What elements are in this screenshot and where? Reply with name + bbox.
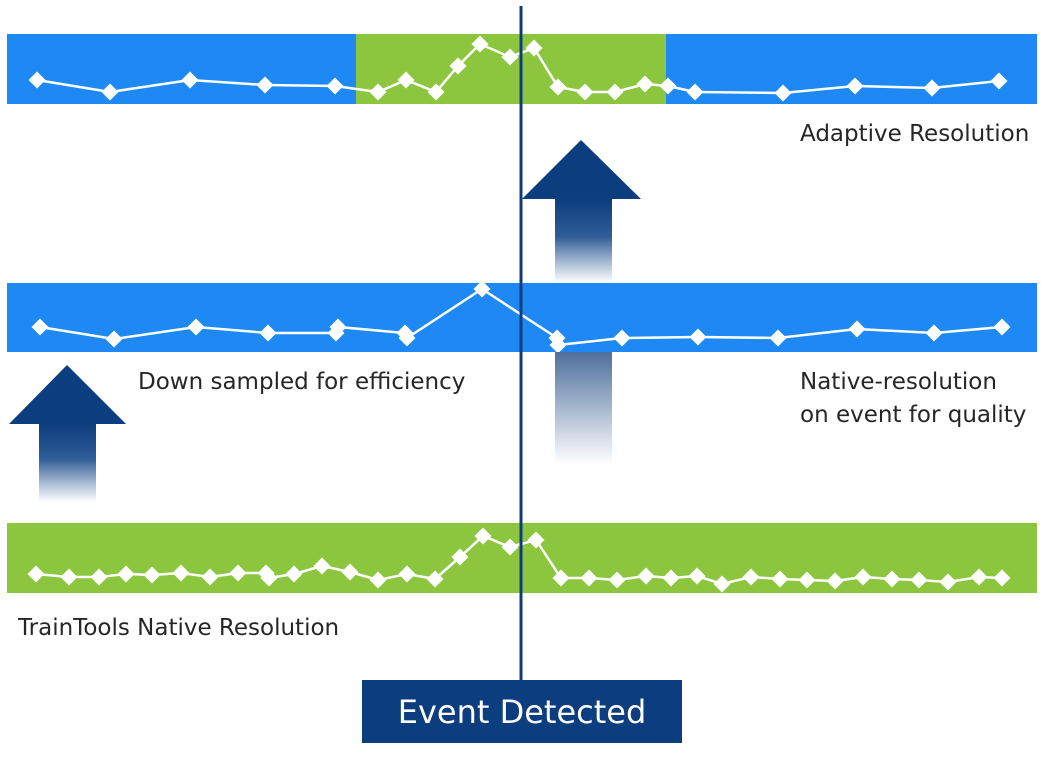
adaptive-arrow-icon — [522, 140, 641, 283]
downsampled-label: Down sampled for efficiency — [138, 369, 466, 395]
native-event-arrow-shaft — [555, 352, 612, 464]
downsampled-signal-markers — [31, 280, 1011, 354]
downsample-arrow-icon — [9, 365, 126, 502]
native-signal-markers — [27, 527, 1011, 593]
event-detected-label: Event Detected — [397, 692, 647, 731]
event-detected-box: Event Detected — [362, 680, 682, 743]
adaptive-resolution-label: Adaptive Resolution — [800, 121, 1030, 147]
native-on-event-line2: on event for quality — [800, 402, 1027, 428]
native-on-event-line1: Native-resolution — [800, 369, 997, 395]
native-on-event-label: Native-resolution on event for quality — [800, 366, 1026, 432]
traintools-native-label: TrainTools Native Resolution — [18, 615, 340, 641]
